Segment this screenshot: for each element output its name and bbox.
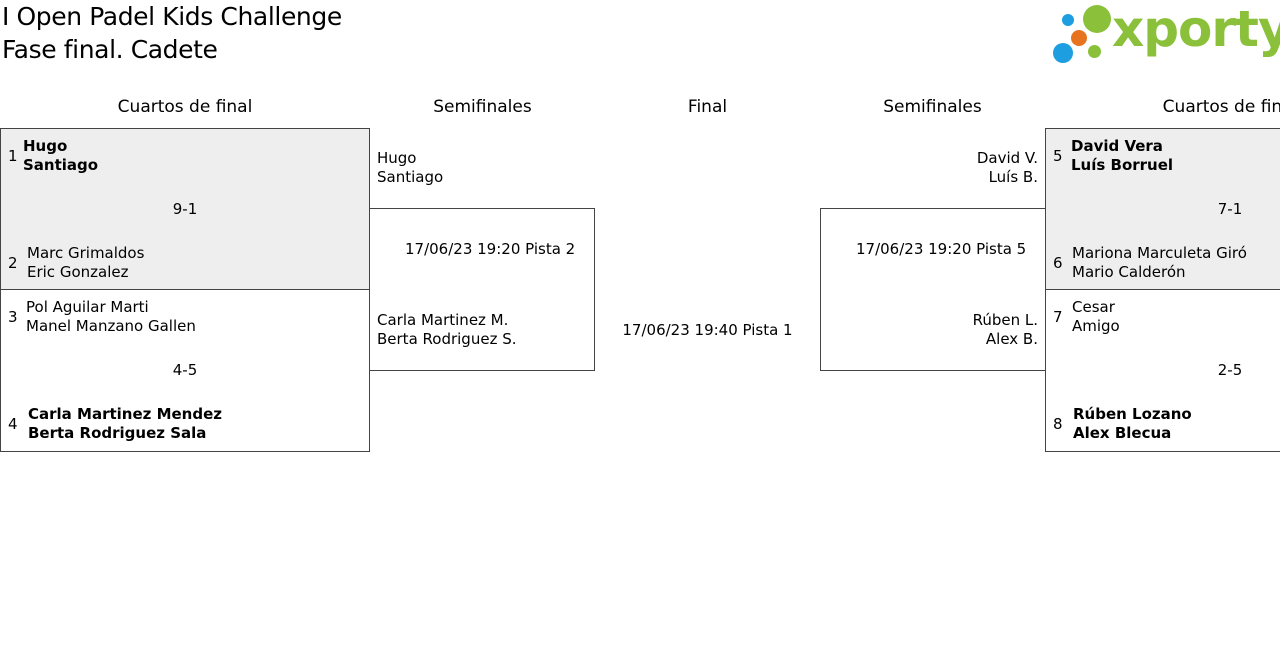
left-semi-match[interactable]: 17/06/23 19:20 Pista 2 Carla Martinez M.… — [369, 208, 595, 371]
team-player-name: Cesar — [1072, 298, 1115, 316]
seed-number: 3 — [8, 308, 18, 326]
logo-dot-green-small — [1088, 45, 1101, 58]
seed-number: 1 — [8, 147, 18, 165]
team-player-name: Santiago — [23, 156, 99, 174]
semi-team-player: Rúben L. — [972, 311, 1038, 329]
team-player-name: Marc Grimaldos — [27, 244, 145, 262]
semi-team-player: Berta Rodriguez S. — [377, 330, 517, 348]
round-header-left-quarters: Cuartos de final — [117, 97, 253, 117]
team-player-name: David Vera — [1071, 137, 1163, 155]
match-score: 4-5 — [172, 361, 198, 379]
seed-number: 4 — [8, 415, 18, 433]
team-player-name: Mariona Marculeta Giró — [1072, 244, 1247, 262]
page-subtitle: Fase final. Cadete — [2, 35, 218, 64]
team-player-name: Luís Borruel — [1071, 156, 1174, 174]
logo-dot-green — [1083, 5, 1111, 33]
team-player-name: Mario Calderón — [1072, 263, 1186, 281]
xporty-logo[interactable]: xporty — [1050, 0, 1280, 67]
final-match-schedule: 17/06/23 19:40 Pista 1 — [622, 321, 793, 339]
match-score: 2-5 — [1217, 361, 1243, 379]
team-player-name: Berta Rodriguez Sala — [28, 424, 207, 442]
left-quarter-match-1[interactable]: 1 Hugo Santiago 9-1 2 Marc Grimaldos Eri… — [0, 128, 370, 290]
right-quarter-match-2[interactable]: 7 Cesar Amigo 2-5 8 Rúben Lozano Alex Bl… — [1045, 289, 1280, 452]
match-score: 9-1 — [172, 200, 198, 218]
semi-team-player: Hugo — [377, 149, 417, 167]
round-header-left-semis: Semifinales — [433, 97, 532, 117]
logo-dot-orange — [1071, 30, 1087, 46]
team-player-name: Alex Blecua — [1073, 424, 1172, 442]
round-header-right-semis: Semifinales — [883, 97, 982, 117]
match-schedule: 17/06/23 19:20 Pista 5 — [856, 240, 1027, 258]
left-quarter-match-2[interactable]: 3 Pol Aguilar Marti Manel Manzano Gallen… — [0, 289, 370, 452]
semi-team-player: Carla Martinez M. — [377, 311, 509, 329]
team-player-name: Rúben Lozano — [1073, 405, 1192, 423]
team-player-name: Amigo — [1072, 317, 1120, 335]
seed-number: 6 — [1053, 254, 1063, 272]
logo-dot-blue-small — [1062, 14, 1074, 26]
seed-number: 7 — [1053, 308, 1063, 326]
match-score: 7-1 — [1217, 200, 1243, 218]
page-title: I Open Padel Kids Challenge — [2, 2, 342, 31]
team-player-name: Carla Martinez Mendez — [28, 405, 222, 423]
semi-team-player: David V. — [976, 149, 1038, 167]
team-player-name: Manel Manzano Gallen — [26, 317, 196, 335]
logo-dot-blue — [1053, 43, 1073, 63]
logo-text: xporty — [1112, 0, 1280, 58]
seed-number: 5 — [1053, 147, 1063, 165]
team-player-name: Eric Gonzalez — [27, 263, 129, 281]
semi-team-player: Alex B. — [985, 330, 1038, 348]
team-player-name: Hugo — [23, 137, 68, 155]
right-quarter-match-1[interactable]: 5 David Vera Luís Borruel 7-1 6 Mariona … — [1045, 128, 1280, 290]
seed-number: 8 — [1053, 415, 1063, 433]
match-schedule: 17/06/23 19:20 Pista 2 — [405, 240, 576, 258]
round-header-right-quarters: Cuartos de final — [1162, 97, 1280, 117]
right-semi-match[interactable]: 17/06/23 19:20 Pista 5 Rúben L. Alex B. — [820, 208, 1046, 371]
semi-team-player: Luís B. — [988, 168, 1038, 186]
round-header-final: Final — [687, 97, 728, 117]
semi-team-player: Santiago — [377, 168, 444, 186]
team-player-name: Pol Aguilar Marti — [26, 298, 149, 316]
seed-number: 2 — [8, 254, 18, 272]
